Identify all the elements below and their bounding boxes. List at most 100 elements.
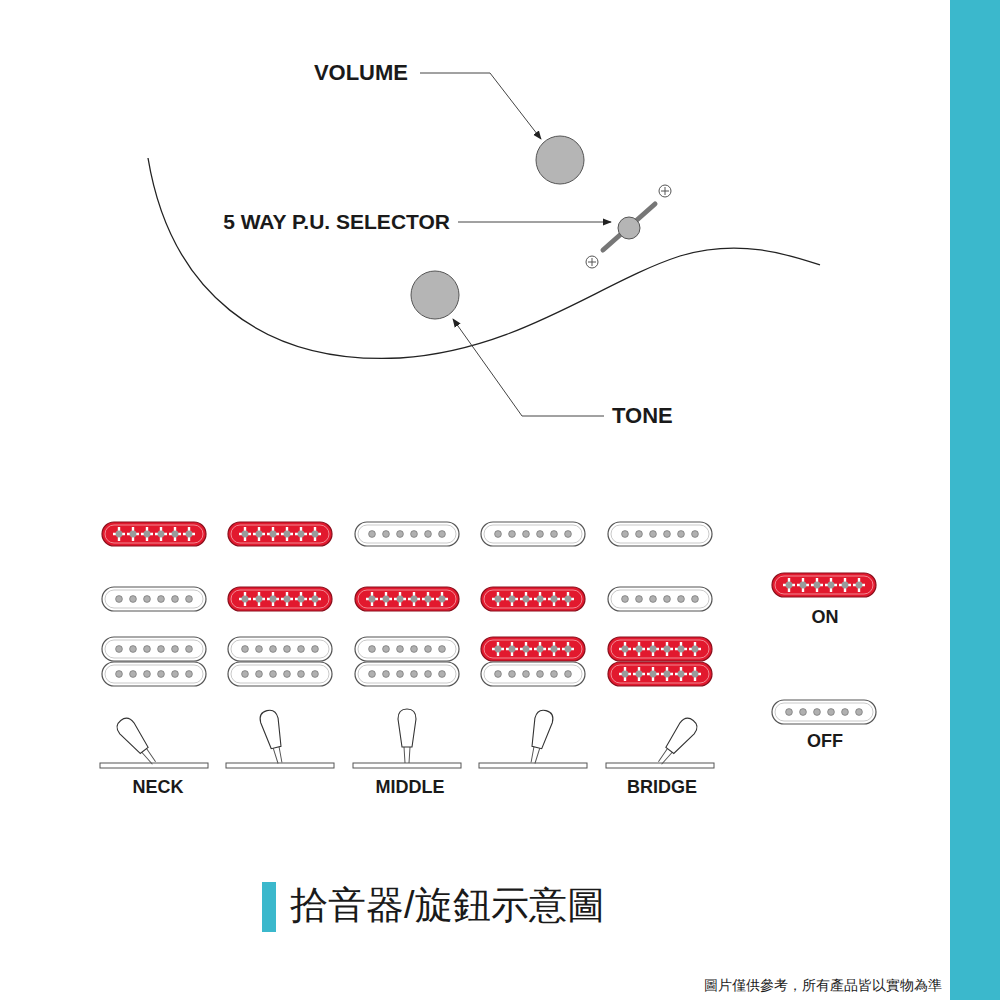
pole-piece <box>425 596 432 603</box>
pickup-off <box>772 700 876 724</box>
pole-piece <box>678 671 685 678</box>
pole-piece <box>298 646 305 653</box>
pole-piece <box>242 646 249 653</box>
pole-mark <box>309 592 321 606</box>
pole-piece <box>130 646 137 653</box>
pole-mark <box>380 592 392 606</box>
pickup-on <box>355 587 459 611</box>
pole-piece <box>523 671 530 678</box>
pole-piece <box>242 531 249 538</box>
switch-lever <box>398 709 416 763</box>
pole-piece <box>495 646 502 653</box>
pole-piece <box>800 709 807 716</box>
pole-piece <box>828 709 835 716</box>
pickup-rim <box>775 576 873 594</box>
pole-piece <box>551 671 558 678</box>
pole-piece <box>144 596 151 603</box>
pickup-rim <box>611 640 709 658</box>
pole-mark <box>661 667 673 681</box>
pole-piece <box>186 646 193 653</box>
pickup-cover <box>481 522 585 546</box>
pole-mark <box>239 592 251 606</box>
pole-piece <box>678 596 685 603</box>
pole-piece <box>369 671 376 678</box>
pole-piece <box>636 646 643 653</box>
pole-piece <box>636 531 643 538</box>
pole-piece <box>425 671 432 678</box>
pole-piece <box>298 596 305 603</box>
pole-mark <box>520 592 532 606</box>
pole-piece <box>565 531 572 538</box>
pole-piece <box>130 596 137 603</box>
pole-piece <box>786 709 793 716</box>
pole-piece <box>551 531 558 538</box>
pole-piece <box>158 671 165 678</box>
pickup-cover <box>772 573 876 597</box>
pole-piece <box>439 646 446 653</box>
pole-piece <box>270 596 277 603</box>
switch-lever <box>114 715 161 769</box>
pole-mark <box>633 667 645 681</box>
pickup-rim <box>611 665 709 683</box>
pole-piece <box>439 596 446 603</box>
pole-piece <box>116 531 123 538</box>
pole-piece <box>537 596 544 603</box>
pole-mark <box>548 642 560 656</box>
pickup-rim <box>358 590 456 608</box>
screw-slot <box>661 187 669 195</box>
pole-piece <box>284 671 291 678</box>
pickup-cover <box>355 522 459 546</box>
pole-piece <box>856 582 863 589</box>
pickup-on <box>608 637 712 661</box>
pole-piece <box>411 531 418 538</box>
pole-piece <box>692 671 699 678</box>
pickup-cover <box>608 587 712 611</box>
pole-mark <box>689 642 701 656</box>
pickup-cover <box>102 587 206 611</box>
pole-piece <box>298 671 305 678</box>
pole-piece <box>172 671 179 678</box>
pickup-rim <box>358 640 456 658</box>
pickup-off <box>228 662 332 686</box>
pole-mark <box>562 592 574 606</box>
pole-piece <box>397 671 404 678</box>
pickup-cover <box>355 637 459 661</box>
pickup-rim <box>105 665 203 683</box>
switch-plate <box>353 763 461 768</box>
pole-piece <box>622 531 629 538</box>
pole-piece <box>509 646 516 653</box>
screw <box>586 256 598 268</box>
pickup-rim <box>105 590 203 608</box>
pole-piece <box>172 646 179 653</box>
pole-piece <box>509 671 516 678</box>
pole-piece <box>495 671 502 678</box>
pole-mark <box>267 527 279 541</box>
pickup-rim <box>105 640 203 658</box>
pole-piece <box>383 646 390 653</box>
pole-mark <box>783 578 795 592</box>
pole-piece <box>186 671 193 678</box>
pole-piece <box>369 596 376 603</box>
pole-piece <box>158 531 165 538</box>
pole-piece <box>270 531 277 538</box>
pickup-off <box>102 662 206 686</box>
pickup-rim <box>358 665 456 683</box>
pole-mark <box>661 642 673 656</box>
leader-line <box>420 73 541 139</box>
pickup-cover <box>481 662 585 686</box>
pole-piece <box>664 596 671 603</box>
pole-piece <box>242 671 249 678</box>
pickup-cover <box>228 637 332 661</box>
pole-piece <box>284 531 291 538</box>
pole-piece <box>636 671 643 678</box>
pole-mark <box>839 578 851 592</box>
pickup-cover <box>228 662 332 686</box>
screw-slot <box>588 258 596 266</box>
pole-piece <box>270 646 277 653</box>
pole-mark <box>689 667 701 681</box>
pole-mark <box>534 642 546 656</box>
pickup-rim <box>484 525 582 543</box>
pickup-off <box>608 587 712 611</box>
switch-plate <box>479 763 587 768</box>
